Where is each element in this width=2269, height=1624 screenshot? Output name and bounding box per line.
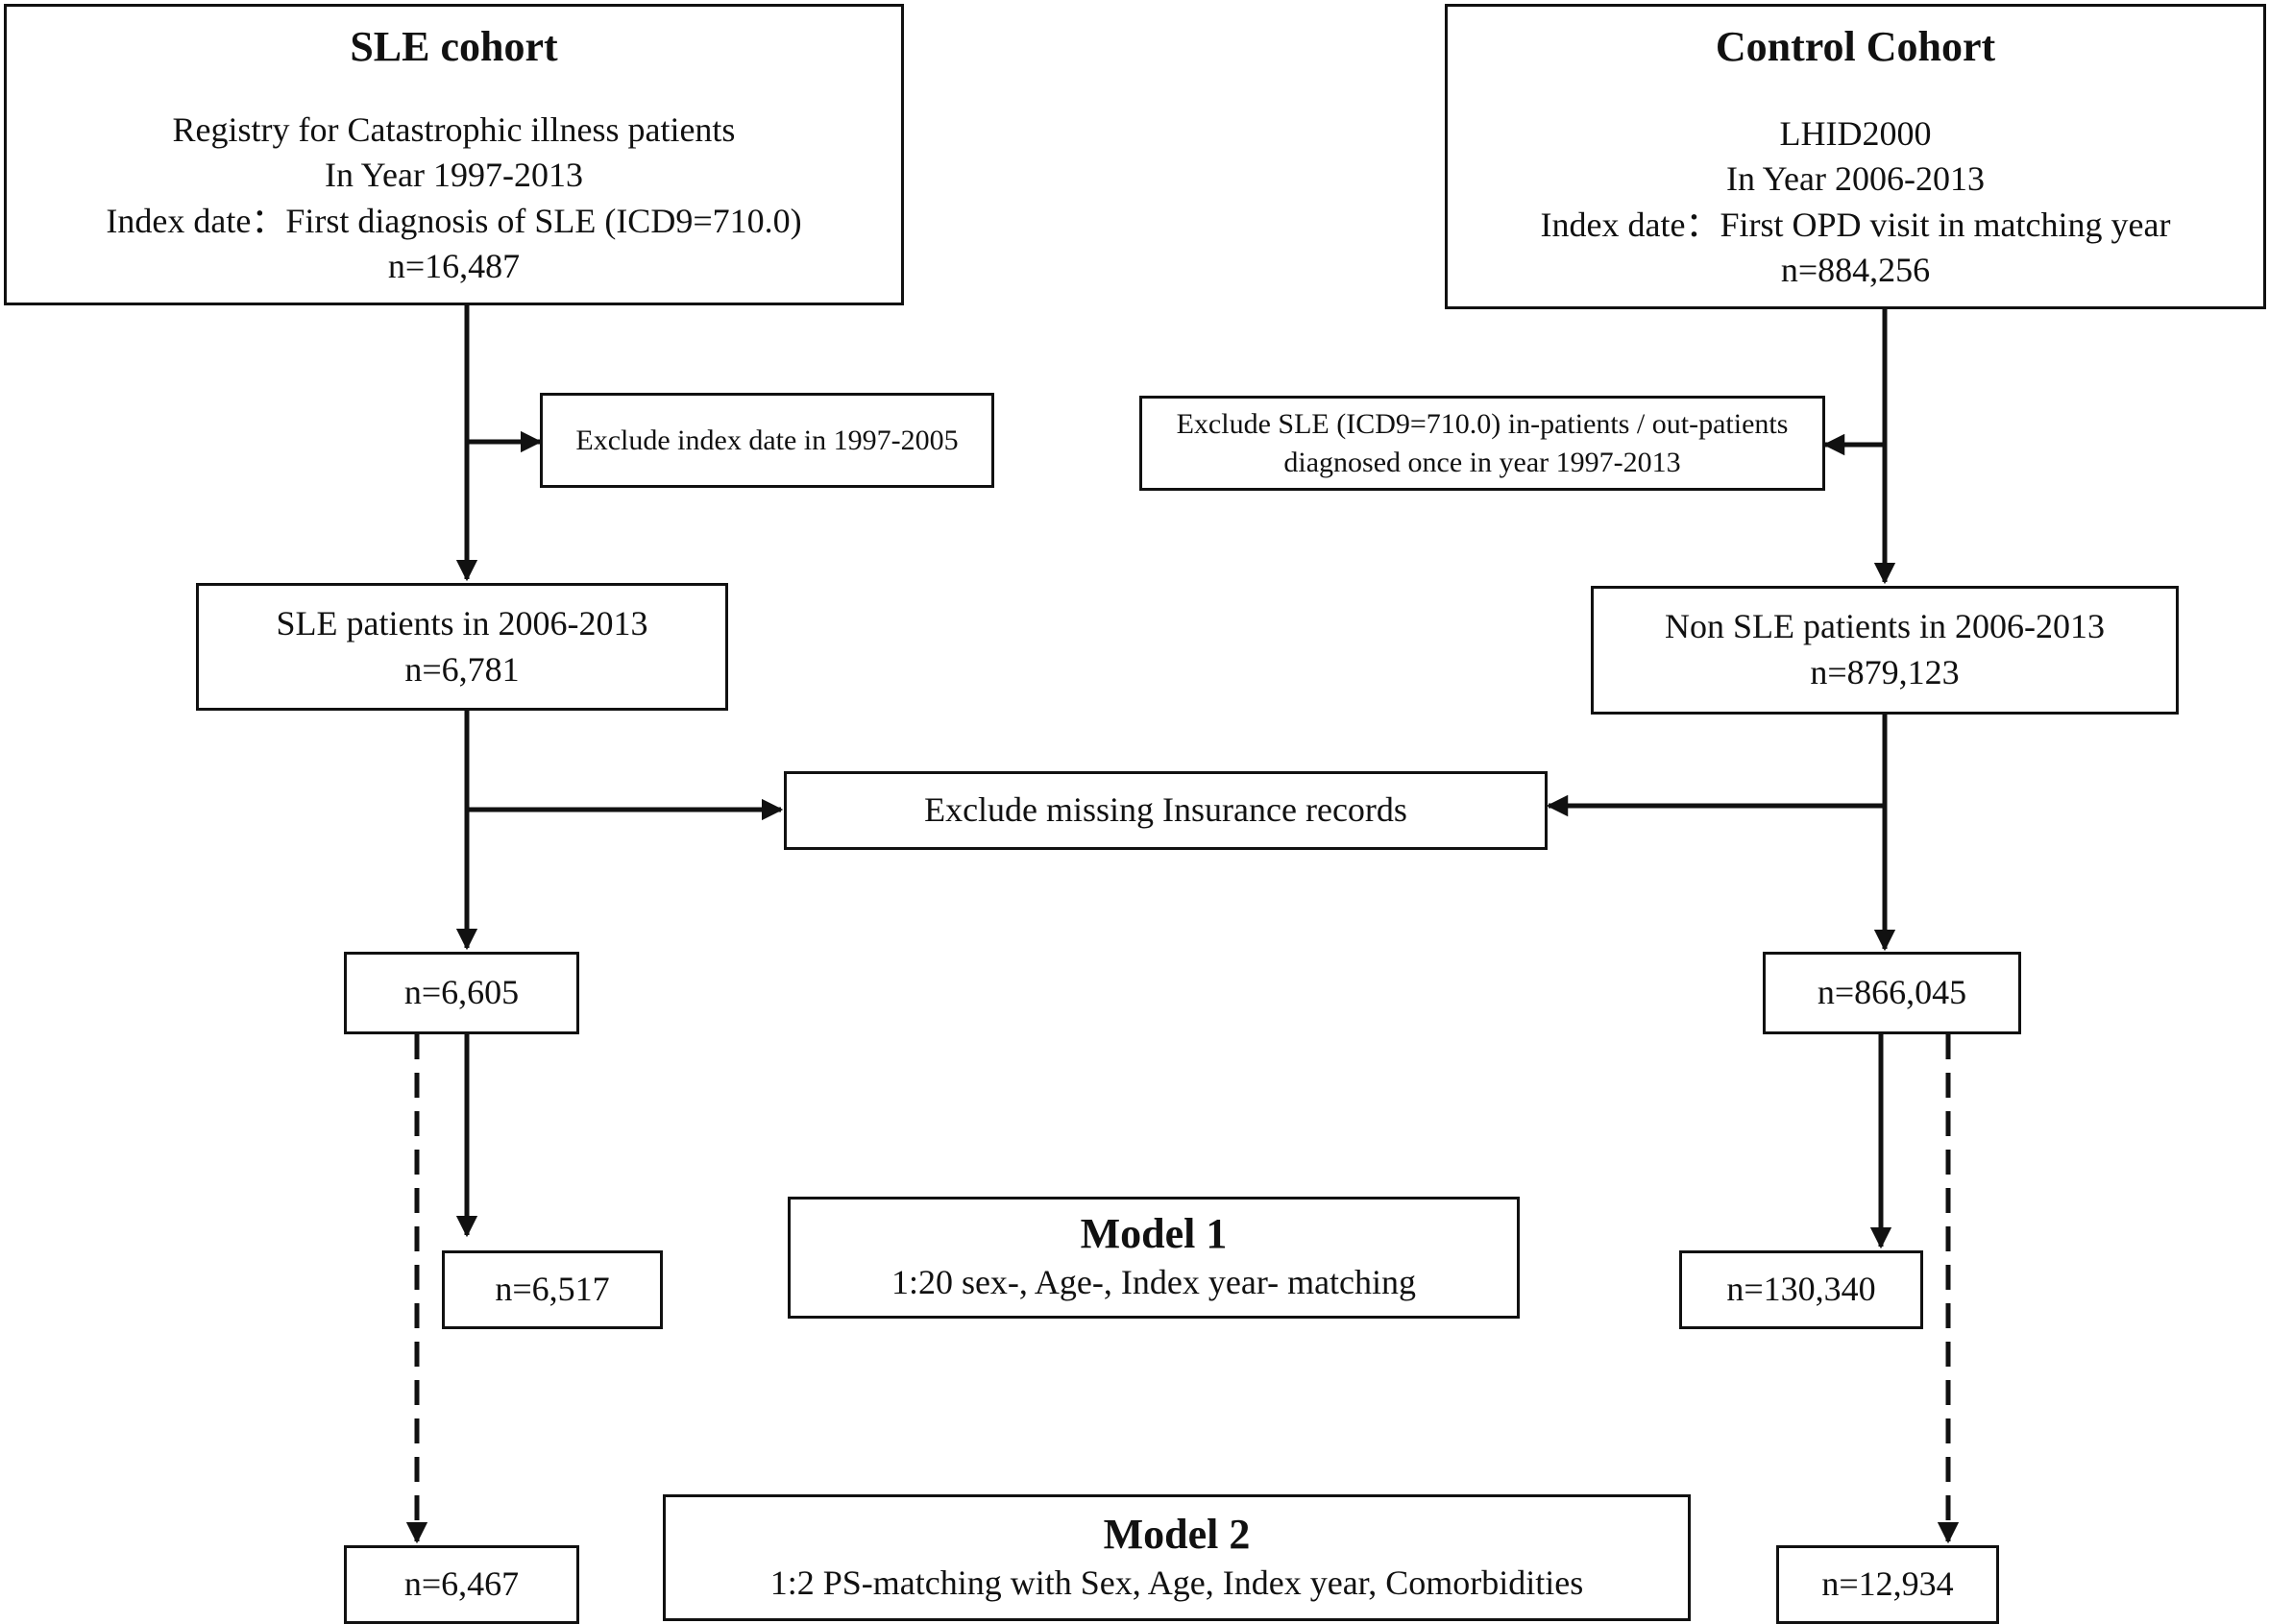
model2-box: Model 2 1:2 PS-matching with Sex, Age, I… <box>663 1494 1691 1621</box>
exclude-sle-index-box: Exclude index date in 1997-2005 <box>540 393 994 488</box>
exclude-control-line-1: Exclude SLE (ICD9=710.0) in-patients / o… <box>1176 407 1789 440</box>
model2-control-box: n=12,934 <box>1776 1545 1999 1624</box>
model2-sle-count: n=6,467 <box>403 1564 520 1604</box>
non-sle-patients-box: Non SLE patients in 2006-2013 n=879,123 <box>1591 586 2179 715</box>
exclude-control-box: Exclude SLE (ICD9=710.0) in-patients / o… <box>1139 396 1825 491</box>
sle-cohort-years: In Year 1997-2013 <box>325 156 583 195</box>
exclude-sle-index-text: Exclude index date in 1997-2005 <box>575 424 959 456</box>
sle-after-exclusion-box: n=6,605 <box>344 952 579 1034</box>
model1-sle-box: n=6,517 <box>442 1250 663 1329</box>
model1-control-count: n=130,340 <box>1726 1270 1876 1309</box>
model1-title: Model 1 <box>1080 1210 1228 1258</box>
sle-cohort-source: Registry for Catastrophic illness patien… <box>172 109 736 149</box>
sle-patients-count: n=6,781 <box>404 649 520 689</box>
sle-cohort-title: SLE cohort <box>350 23 558 70</box>
sle-after-exclusion-count: n=6,605 <box>403 973 520 1012</box>
non-sle-patients-label: Non SLE patients in 2006-2013 <box>1665 607 2105 646</box>
exclude-missing-box: Exclude missing Insurance records <box>784 771 1548 850</box>
control-cohort-index-date: Index date：First OPD visit in matching y… <box>1540 205 2171 244</box>
control-after-exclusion-count: n=866,045 <box>1817 973 1967 1012</box>
model1-box: Model 1 1:20 sex-, Age-, Index year- mat… <box>788 1197 1520 1319</box>
model2-title: Model 2 <box>1103 1510 1251 1558</box>
model1-sle-count: n=6,517 <box>495 1270 610 1309</box>
sle-patients-label: SLE patients in 2006-2013 <box>276 603 648 642</box>
exclude-missing-text: Exclude missing Insurance records <box>924 790 1407 830</box>
sle-cohort-index-date: Index date：First diagnosis of SLE (ICD9=… <box>106 201 802 240</box>
model2-description: 1:2 PS-matching with Sex, Age, Index yea… <box>769 1563 1584 1602</box>
control-cohort-years: In Year 2006-2013 <box>1726 159 1985 199</box>
control-after-exclusion-box: n=866,045 <box>1763 952 2021 1034</box>
control-cohort-box: Control Cohort LHID2000 In Year 2006-201… <box>1445 4 2266 309</box>
control-cohort-title: Control Cohort <box>1715 23 1996 70</box>
sle-patients-box: SLE patients in 2006-2013 n=6,781 <box>196 583 728 711</box>
model2-sle-box: n=6,467 <box>344 1545 579 1624</box>
model1-control-box: n=130,340 <box>1679 1250 1923 1329</box>
control-cohort-source: LHID2000 <box>1779 113 1932 153</box>
exclude-control-line-2: diagnosed once in year 1997-2013 <box>1283 446 1681 478</box>
model1-description: 1:20 sex-, Age-, Index year- matching <box>891 1263 1417 1302</box>
sle-cohort-count: n=16,487 <box>387 247 521 286</box>
control-cohort-count: n=884,256 <box>1780 251 1931 290</box>
non-sle-patients-count: n=879,123 <box>1810 653 1960 691</box>
sle-cohort-box: SLE cohort Registry for Catastrophic ill… <box>4 4 904 305</box>
model2-control-count: n=12,934 <box>1821 1564 1954 1604</box>
